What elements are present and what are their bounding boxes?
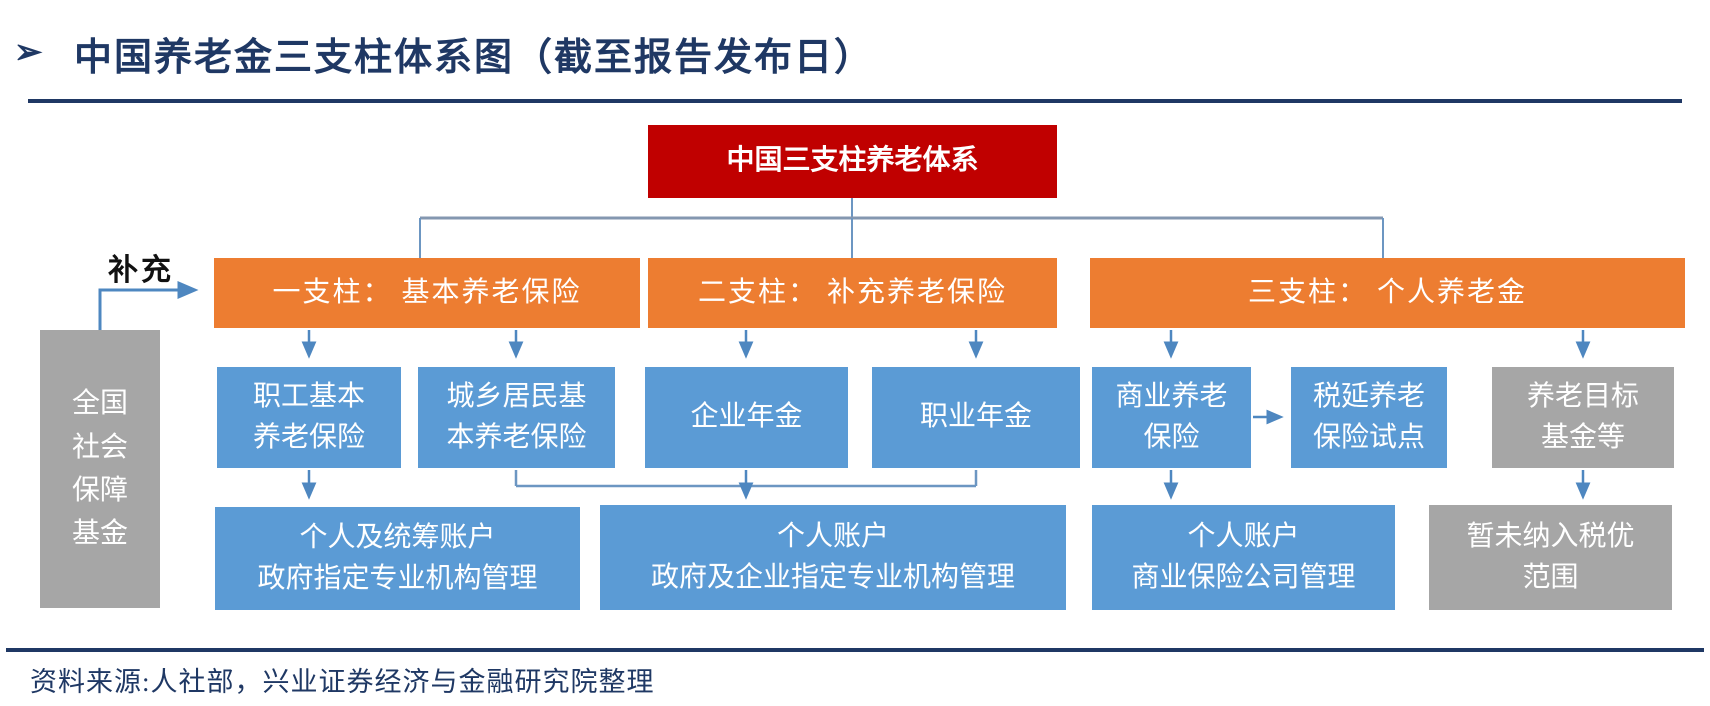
pillar3-box: 三支柱： 个人养老金 — [1090, 258, 1685, 328]
arrow-nssf-supplement — [98, 281, 199, 332]
employee-basic-pension-box: 职工基本 养老保险 — [217, 367, 401, 468]
pension-target-fund-box: 养老目标 基金等 — [1492, 367, 1674, 468]
pillar2-box: 二支柱： 补充养老保险 — [648, 258, 1057, 328]
no-tax-benefit-box: 暂未纳入税优 范围 — [1429, 505, 1672, 610]
footer-divider — [6, 648, 1704, 652]
tax-deferred-insurance-pilot-box: 税延养老 保险试点 — [1291, 367, 1447, 468]
enterprise-annuity-box: 企业年金 — [645, 367, 848, 468]
commercial-pension-insurance-box: 商业养老 保险 — [1092, 367, 1251, 468]
root-box: 中国三支柱养老体系 — [648, 125, 1057, 198]
source-note: 资料来源:人社部，兴业证券经济与金融研究院整理 — [30, 667, 655, 697]
supplement-label: 补充 — [108, 254, 174, 287]
account-pillar1-box: 个人及统筹账户 政府指定专业机构管理 — [215, 507, 580, 610]
connector-merge-row2 — [514, 470, 978, 488]
occupational-annuity-box: 职业年金 — [872, 367, 1080, 468]
nssf-box: 全国 社会 保障 基金 — [40, 330, 160, 608]
pillar1-box: 一支柱： 基本养老保险 — [214, 258, 640, 328]
page-title: 中国养老金三支柱体系图（截至报告发布日） — [74, 37, 875, 79]
header-divider — [28, 0, 1682, 103]
account-pillar2-box: 个人账户 政府及企业指定专业机构管理 — [600, 505, 1066, 610]
arrow-bullet-icon: ➢ — [14, 34, 43, 71]
urban-rural-basic-pension-box: 城乡居民基 本养老保险 — [418, 367, 615, 468]
account-pillar3-box: 个人账户 商业保险公司管理 — [1092, 505, 1395, 610]
